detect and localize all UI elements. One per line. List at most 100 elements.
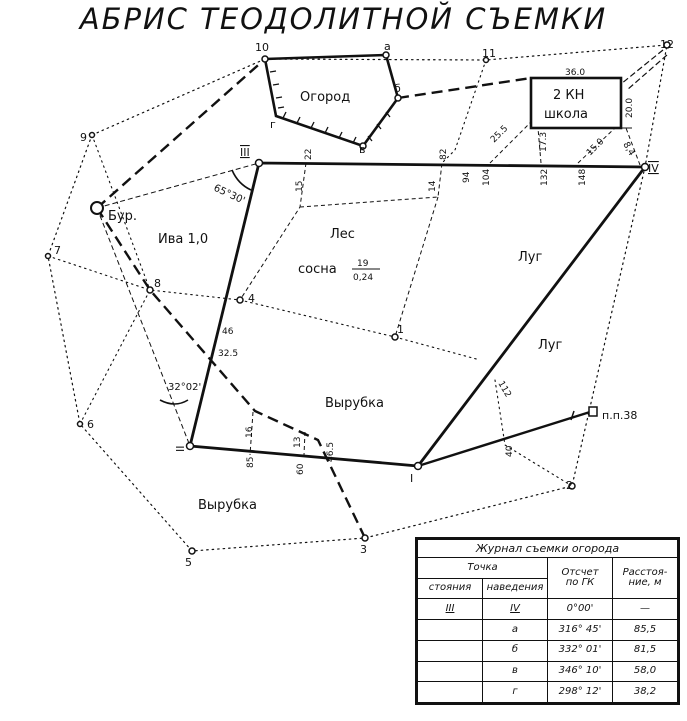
cell-target: IV	[482, 598, 548, 621]
cell-reading: 298° 12'	[547, 681, 613, 703]
outer-boundary	[47, 44, 668, 552]
cell-target: в	[482, 660, 548, 683]
thin-bur-II	[96, 207, 191, 447]
label-school-top: 36.0	[565, 68, 585, 78]
forest-boundary-3	[394, 196, 439, 338]
label-garden: Огород	[300, 90, 350, 105]
point-2: 2	[566, 479, 573, 492]
measure-16: 16	[245, 426, 255, 438]
label-forest: Лес	[330, 227, 355, 242]
measure-14: 14	[428, 180, 438, 192]
school-building	[529, 76, 623, 130]
garden-polygon	[263, 53, 400, 148]
point-11: 11	[482, 47, 496, 60]
cell-reading: 332° 01'	[547, 639, 613, 662]
cell-station	[417, 660, 483, 683]
label-iva: Ива 1,0	[158, 232, 208, 247]
table-row: а 316° 45' 85,5	[417, 619, 678, 641]
header-reading-1: Отсчет	[561, 566, 599, 578]
measure-60: 60	[296, 463, 306, 475]
traverse-line	[188, 161, 648, 468]
table-row: г 298° 12' 38,2	[417, 681, 678, 703]
cell-reading: 346° 10'	[547, 660, 613, 683]
cell-station	[417, 639, 483, 662]
clearing-boundary	[249, 411, 254, 456]
school-link-2	[626, 54, 668, 91]
header-distance: Расстоя- ние, м	[612, 556, 678, 600]
measure-132: 132	[540, 169, 550, 186]
measure-46-5: 46.5	[326, 442, 336, 462]
point-b6: б	[394, 82, 401, 95]
header-distance-1: Расстоя-	[622, 566, 668, 578]
measure-15-0: 15.0	[585, 137, 606, 158]
station-II: II	[174, 446, 187, 453]
measure-13: 13	[293, 437, 303, 448]
header-point: Точка	[417, 557, 548, 579]
cell-target: б	[482, 639, 548, 662]
measure-148: 148	[578, 169, 588, 186]
point-g: г	[270, 118, 276, 131]
angle-arc-II	[159, 399, 189, 405]
cell-reading: 0°00'	[547, 598, 613, 621]
header-target: наведения	[482, 577, 548, 600]
journal-caption: Журнал съемки огорода	[417, 539, 678, 558]
header-distance-2: ние, м	[628, 577, 662, 589]
point-3: 3	[360, 543, 367, 556]
school-offset-a	[489, 121, 532, 164]
station-IV: IV	[648, 162, 659, 175]
cell-distance: 81,5	[612, 639, 678, 662]
header-station: стояния	[417, 577, 483, 600]
station-III: III	[240, 146, 250, 159]
point-6: 6	[87, 418, 94, 431]
measure-94: 94	[462, 171, 472, 183]
forest-boundary-2	[299, 162, 443, 208]
point-1: 1	[397, 323, 404, 336]
measure-15a: 15	[295, 181, 305, 192]
measure-46: 46	[222, 327, 234, 337]
journal-table: Журнал съемки огорода Точка Отсчет по ГК…	[417, 539, 678, 703]
measure-32-5: 32.5	[218, 349, 238, 359]
label-meadow-2: Луг	[538, 338, 562, 353]
point-7: 7	[54, 244, 61, 257]
survey-journal: Журнал съемки огорода Точка Отсчет по ГК…	[415, 537, 680, 705]
measure-82: 82	[439, 149, 449, 160]
point-5: 5	[185, 556, 192, 569]
label-pine-num: 19	[357, 259, 369, 269]
cell-reading: 316° 45'	[547, 619, 613, 641]
cell-distance: 85,5	[612, 619, 678, 641]
table-row: III IV 0°00' —	[417, 598, 678, 621]
dash-bur-3	[95, 207, 367, 539]
angle-II: 32°02'	[168, 382, 201, 393]
cell-station: III	[417, 598, 483, 621]
point-pp38: п.п.38	[602, 409, 637, 422]
pp38-tick	[570, 410, 575, 421]
label-clearing-2: Вырубка	[198, 498, 257, 513]
label-school-1: 2 КН	[553, 88, 584, 103]
header-reading-2: по ГК	[565, 577, 595, 589]
measure-8-4: 8,4	[620, 141, 636, 159]
measure-25-5: 25.5	[489, 124, 510, 145]
measure-22: 22	[304, 149, 314, 160]
dash-b-school	[397, 76, 532, 100]
station-I: I	[410, 472, 413, 485]
measure-104: 104	[482, 169, 492, 186]
point-a: а	[384, 40, 391, 53]
point-10: 10	[255, 41, 269, 54]
label-school-side: 20.0	[625, 98, 635, 118]
point-markers	[44, 41, 671, 555]
measure-17-3: 17.3	[539, 132, 549, 152]
point-4: 4	[248, 292, 255, 305]
angle-III: 65°30'	[212, 183, 247, 207]
school-link-1	[620, 49, 664, 85]
point-12: 12	[660, 38, 674, 51]
garden-hatching	[269, 70, 391, 144]
page-title: АБРИС ТЕОДОЛИТНОЙ СЪЕМКИ	[79, 2, 608, 36]
cell-distance: 58,0	[612, 660, 678, 683]
cell-station	[417, 681, 483, 703]
label-meadow-1: Луг	[518, 250, 542, 265]
cell-distance: 38,2	[612, 681, 678, 703]
tie-line-pp38	[417, 410, 591, 468]
cell-target: г	[482, 681, 548, 703]
label-pine-den: 0,24	[353, 273, 373, 283]
